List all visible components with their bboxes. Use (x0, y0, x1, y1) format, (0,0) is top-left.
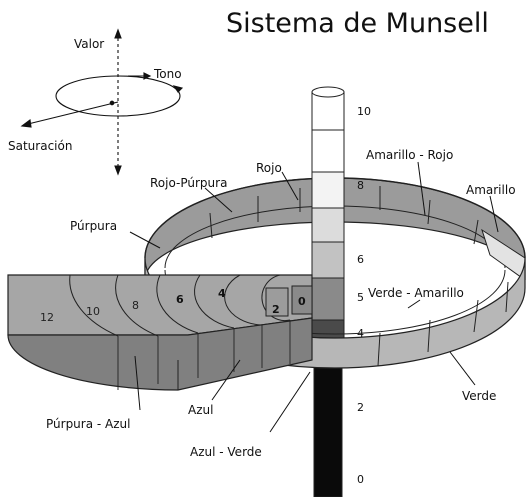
value-tick-5: 5 (357, 291, 364, 304)
hue-label-verde-amarillo: Verde - Amarillo (368, 286, 464, 300)
leader-lines (129, 161, 499, 433)
hue-label-rojo-purpura: Rojo-Púrpura (150, 176, 228, 190)
hue-label-amarillo: Amarillo (466, 183, 516, 197)
chroma-tick-12: 12 (40, 311, 54, 324)
tono-label: Tono (154, 67, 182, 81)
axes-legend-icon (20, 28, 184, 176)
hue-label-azul: Azul (188, 403, 214, 417)
value-tick-4: 4 (357, 327, 364, 340)
value-tick-0: 0 (357, 473, 364, 486)
hue-label-purpura: Púrpura (70, 219, 118, 233)
valor-label: Valor (74, 37, 105, 51)
value-tick-8: 8 (357, 179, 364, 192)
value-axis (311, 86, 345, 497)
hue-label-rojo: Rojo (256, 161, 282, 175)
hue-label-azul-verde: Azul - Verde (190, 445, 262, 459)
value-tick-10: 10 (357, 105, 371, 118)
value-tick-2: 2 (357, 401, 364, 414)
hue-label-amarillo-rojo: Amarillo - Rojo (366, 148, 454, 162)
chroma-tick-6: 6 (176, 293, 184, 306)
hue-label-verde: Verde (462, 389, 497, 403)
value-tick-6: 6 (357, 253, 364, 266)
chroma-tick-10: 10 (86, 305, 100, 318)
chroma-tick-0: 0 (298, 295, 306, 308)
hue-label-purpura-azul: Púrpura - Azul (46, 417, 131, 431)
saturacion-label: Saturación (8, 139, 73, 153)
chroma-tick-2: 2 (272, 303, 280, 316)
chroma-slab (7, 274, 313, 391)
chroma-tick-4: 4 (218, 287, 226, 300)
diagram-title: Sistema de Munsell (226, 8, 489, 39)
chroma-tick-8: 8 (132, 299, 139, 312)
